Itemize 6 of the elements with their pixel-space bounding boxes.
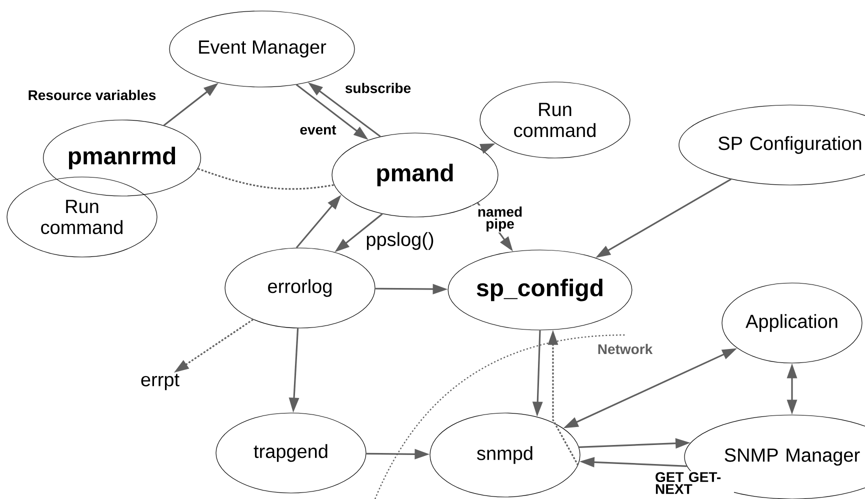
edge-label: GET GET-NEXT — [654, 471, 734, 495]
dotted-line — [198, 168, 334, 190]
edge-label: Resource variables — [26, 88, 158, 102]
network-label: Network — [598, 344, 653, 354]
edge-label: named pipe — [472, 205, 528, 233]
node-text: errpt — [141, 374, 180, 390]
